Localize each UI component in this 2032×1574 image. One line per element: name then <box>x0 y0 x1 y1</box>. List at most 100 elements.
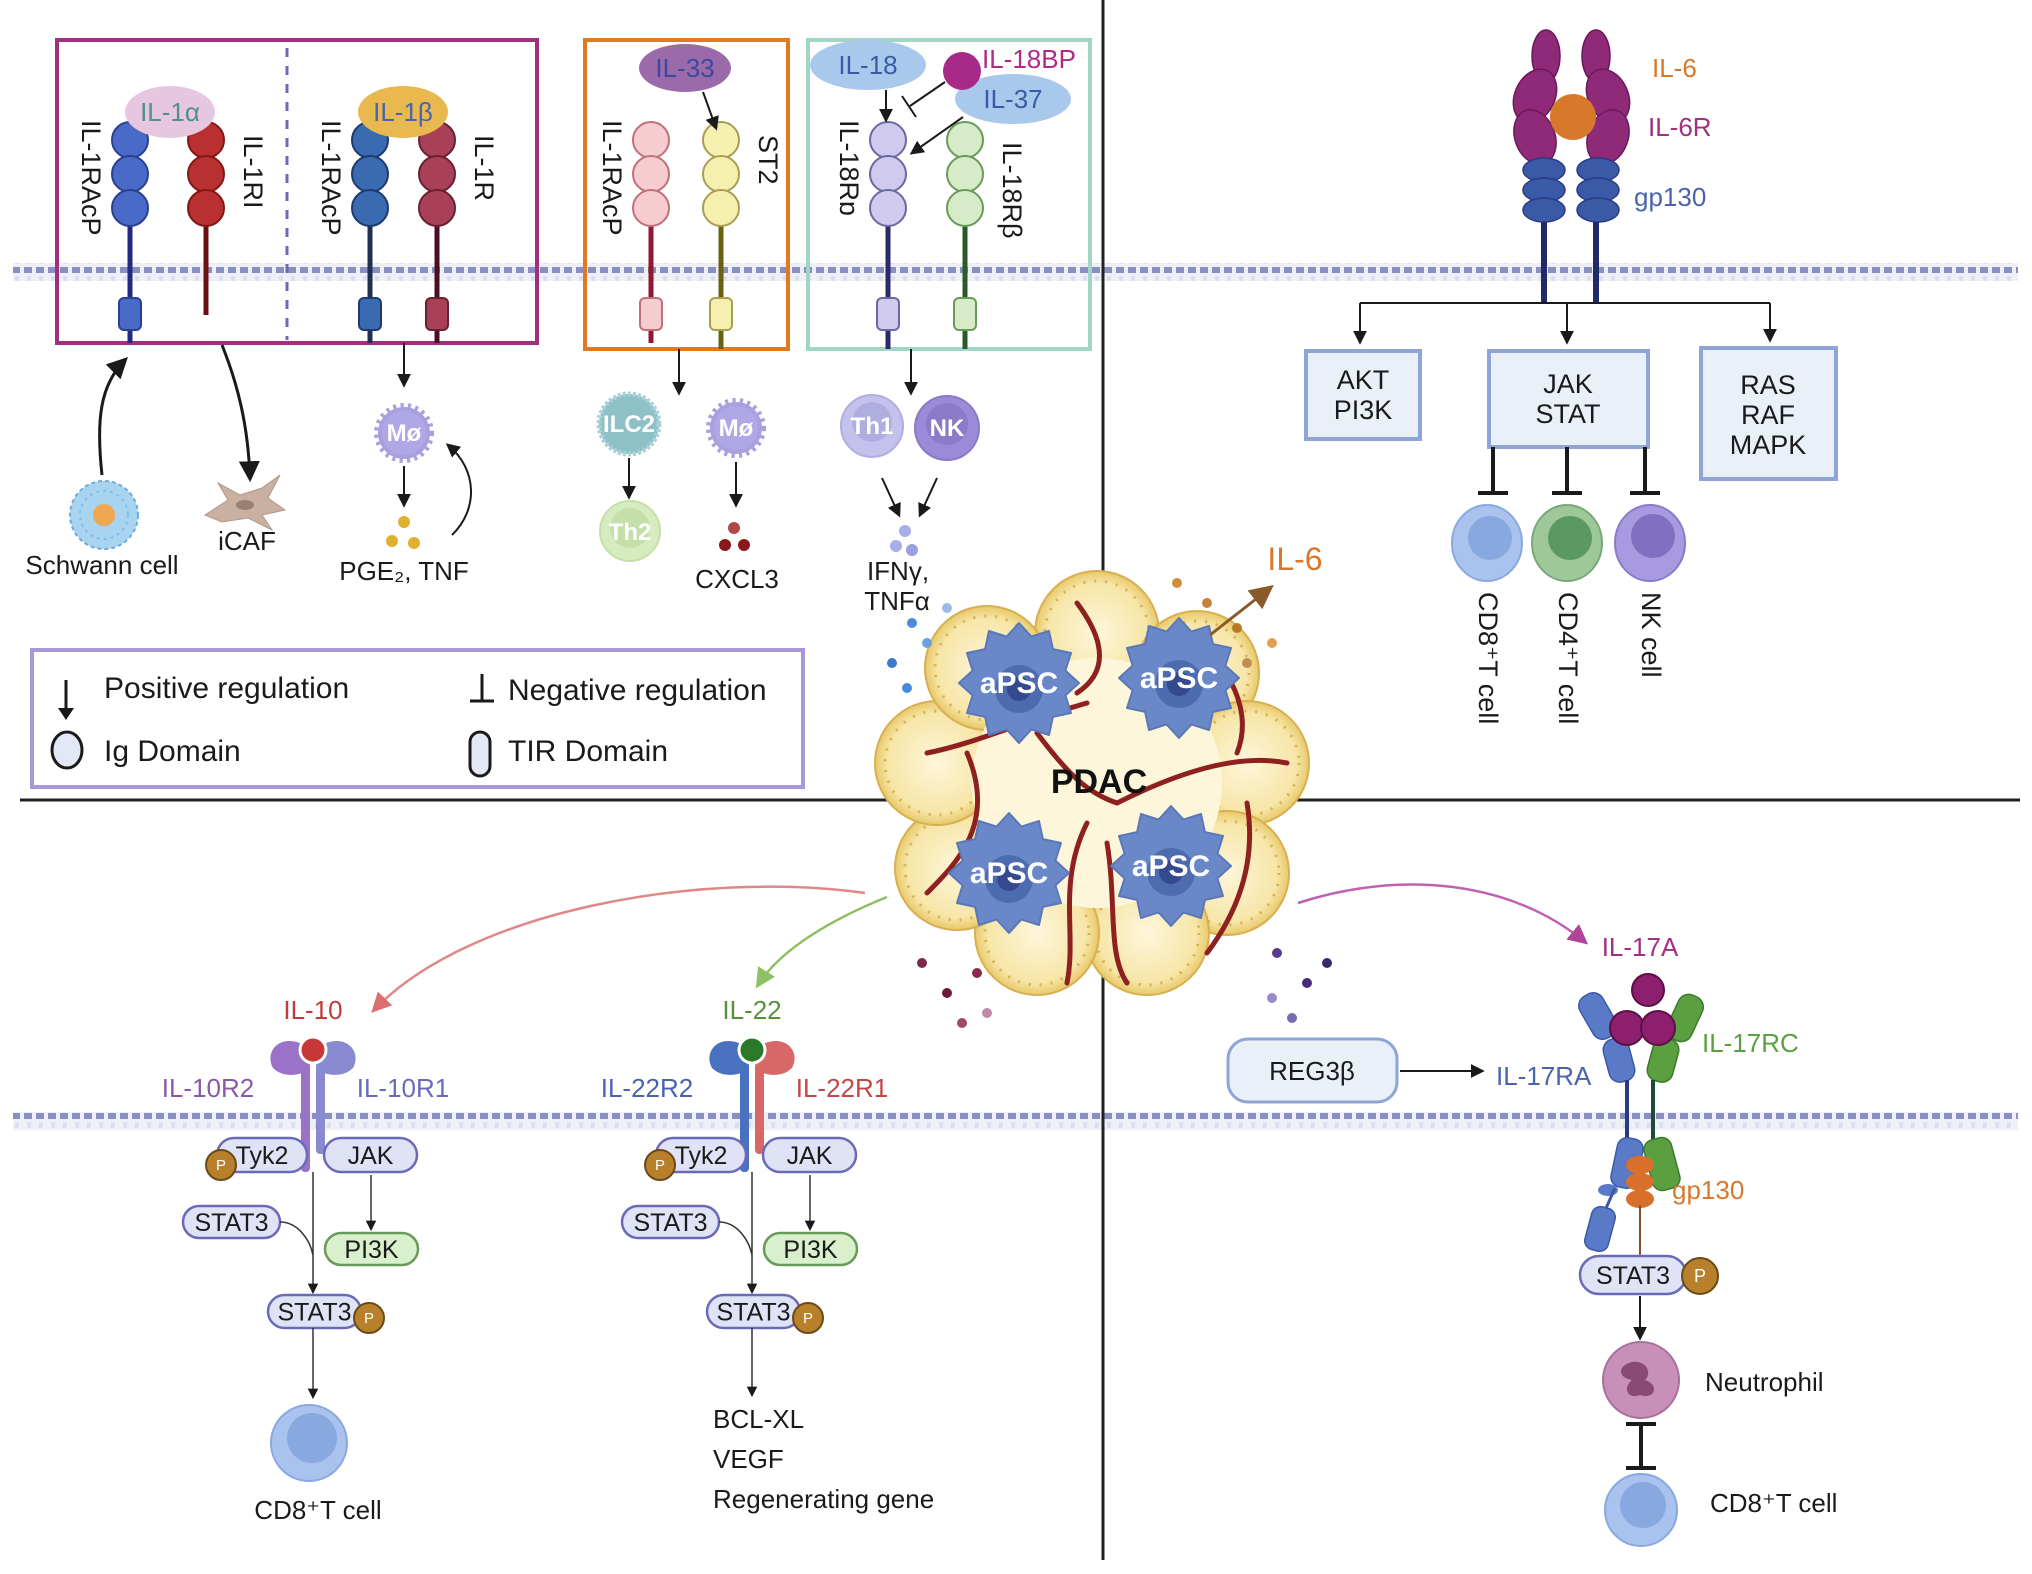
th1-label: Th1 <box>851 413 894 440</box>
il22-pi3k-pill-label: PI3K <box>783 1236 838 1264</box>
blood-vessel <box>924 750 980 896</box>
gp130-orange-label: gp130 <box>1672 1175 1744 1205</box>
cytokine-particle <box>957 1018 967 1028</box>
legend-tir: TIR Domain <box>508 735 668 768</box>
raf-label: RAF <box>1741 400 1795 430</box>
pathway-box-ras: RAS RAF MAPK <box>1699 346 1838 481</box>
pge2-dots <box>386 516 420 549</box>
il1racp-receptor-2-label: IL-1RAcP <box>316 120 346 236</box>
il22-pstat3-phospho-icon: P <box>792 1302 824 1334</box>
neutrophil-inhibit <box>1626 1422 1656 1470</box>
il22-tyk2-pill: Tyk2 <box>654 1136 748 1174</box>
st2-receptor: ST2 <box>702 121 783 349</box>
il1b-ligand <box>358 86 448 138</box>
schwann-label: Schwann cell <box>25 550 178 580</box>
il1r-receptor-label: IL-1R <box>469 135 499 201</box>
nk-arrow <box>918 477 938 518</box>
il1a-ligand <box>125 86 215 138</box>
legend-tir-icon <box>468 730 492 778</box>
macrophage-label-1: Mø <box>387 420 422 447</box>
cytokine-particle <box>1267 993 1277 1003</box>
pathway-box-jak: JAK STAT <box>1487 349 1650 449</box>
blood-vessel <box>1034 730 1120 806</box>
il22-pstat3-pill: STAT3 <box>705 1293 802 1330</box>
macrophage-icon-1 <box>374 403 434 463</box>
vegf-label: VEGF <box>713 1444 784 1474</box>
il17a-label: IL-17A <box>1602 932 1679 962</box>
il22-r1-stalk <box>755 1062 764 1154</box>
tnfa-label: TNFα <box>864 586 930 616</box>
il18-label: IL-18 <box>838 50 897 80</box>
il10-ligand-label: IL-10 <box>283 995 342 1025</box>
il10-pstat3-phospho-icon: P <box>353 1302 385 1334</box>
pathway-box-akt: AKT PI3K <box>1304 349 1422 441</box>
il10-tyk2-pill-label: Tyk2 <box>236 1142 289 1170</box>
il18rb-receptor: IL-18Rβ <box>946 121 1027 349</box>
cytokine-particle <box>1202 598 1212 608</box>
il1racp-receptor-3-label: IL-1RAcP <box>597 120 627 236</box>
il10-stat3-curve <box>279 1221 314 1256</box>
il18bp-inhibit-bar <box>901 95 917 118</box>
cytokine-particle <box>1322 958 1332 968</box>
cytokine-particle <box>1232 623 1242 633</box>
il1racp-receptor-2: IL-1RAcP <box>316 120 389 343</box>
svg-text:P: P <box>364 1310 374 1327</box>
cytokine-particle <box>1302 978 1312 988</box>
il18bp-protein <box>943 52 981 90</box>
ilc2-label: ILC2 <box>603 411 655 438</box>
il37-label: IL-37 <box>983 84 1042 114</box>
cd8-cell-icon-top <box>1451 504 1523 582</box>
il33-box <box>583 38 790 351</box>
il22-stat3-curve <box>718 1221 753 1256</box>
apsc-label: aPSC <box>980 667 1058 700</box>
cd4-cell-icon <box>1531 504 1603 582</box>
cytokine-particle <box>907 618 917 628</box>
legend-positive: Positive regulation <box>104 672 349 705</box>
il17ra-label: IL-17RA <box>1496 1061 1592 1091</box>
il18-box <box>806 38 1092 351</box>
blood-vessel <box>1114 757 1290 806</box>
tumor-lobe-dots <box>1173 819 1281 927</box>
il10-curve-arrow <box>371 885 866 1013</box>
th1-arrow <box>881 477 901 518</box>
il22-stat3-pill-label: STAT3 <box>633 1209 707 1237</box>
il18rb-receptor-label: IL-18Rβ <box>997 142 1027 239</box>
ras-label: RAS <box>1740 370 1796 400</box>
il22-r1-label: IL-22R1 <box>796 1073 889 1103</box>
il18bp-inhibit <box>909 81 946 107</box>
il22-r2-label: IL-22R2 <box>601 1073 694 1103</box>
il22-stat3-pill: STAT3 <box>620 1204 721 1240</box>
il10-jak-pill: JAK <box>322 1136 419 1174</box>
neutrophil-label: Neutrophil <box>1705 1367 1824 1397</box>
cytokine-particle <box>1272 948 1282 958</box>
il10-pi3k-pill-label: PI3K <box>344 1236 399 1264</box>
blood-vessel <box>1064 820 1090 986</box>
il22-pstat3-pill-label: STAT3 <box>716 1299 790 1327</box>
cytokine-particle <box>922 638 932 648</box>
legend-ig-icon <box>50 730 84 770</box>
il1racp-receptor-1: IL-1RAcP <box>76 120 149 343</box>
reg3b-box: REG3β <box>1226 1037 1399 1104</box>
st2-receptor-label: ST2 <box>753 135 783 185</box>
il10-ligand-ball <box>298 1035 328 1065</box>
svg-text:P: P <box>1694 1266 1706 1286</box>
apsc-cell: aPSC <box>1118 617 1240 739</box>
legend: Positive regulation Negative regulation … <box>30 648 805 789</box>
mapk-label: MAPK <box>1730 430 1807 460</box>
th2-cell-icon <box>599 500 661 562</box>
ilc2-cell-icon <box>596 391 662 457</box>
cytokine-particle <box>982 1008 992 1018</box>
il18-ligand <box>810 40 926 90</box>
cd4-label: CD4⁺T cell <box>1553 592 1583 724</box>
cytokine-particle <box>1287 1013 1297 1023</box>
il6-secreted-label: IL-6 <box>1267 541 1322 577</box>
il10-pi3k-pill: PI3K <box>323 1231 420 1267</box>
il17a-curve-arrow <box>1297 883 1589 945</box>
il1racp-receptor-3: IL-1RAcP <box>597 120 670 343</box>
nk-label-top: NK cell <box>1636 592 1666 678</box>
cd8-label-bottom-left: CD8⁺T cell <box>254 1495 381 1525</box>
